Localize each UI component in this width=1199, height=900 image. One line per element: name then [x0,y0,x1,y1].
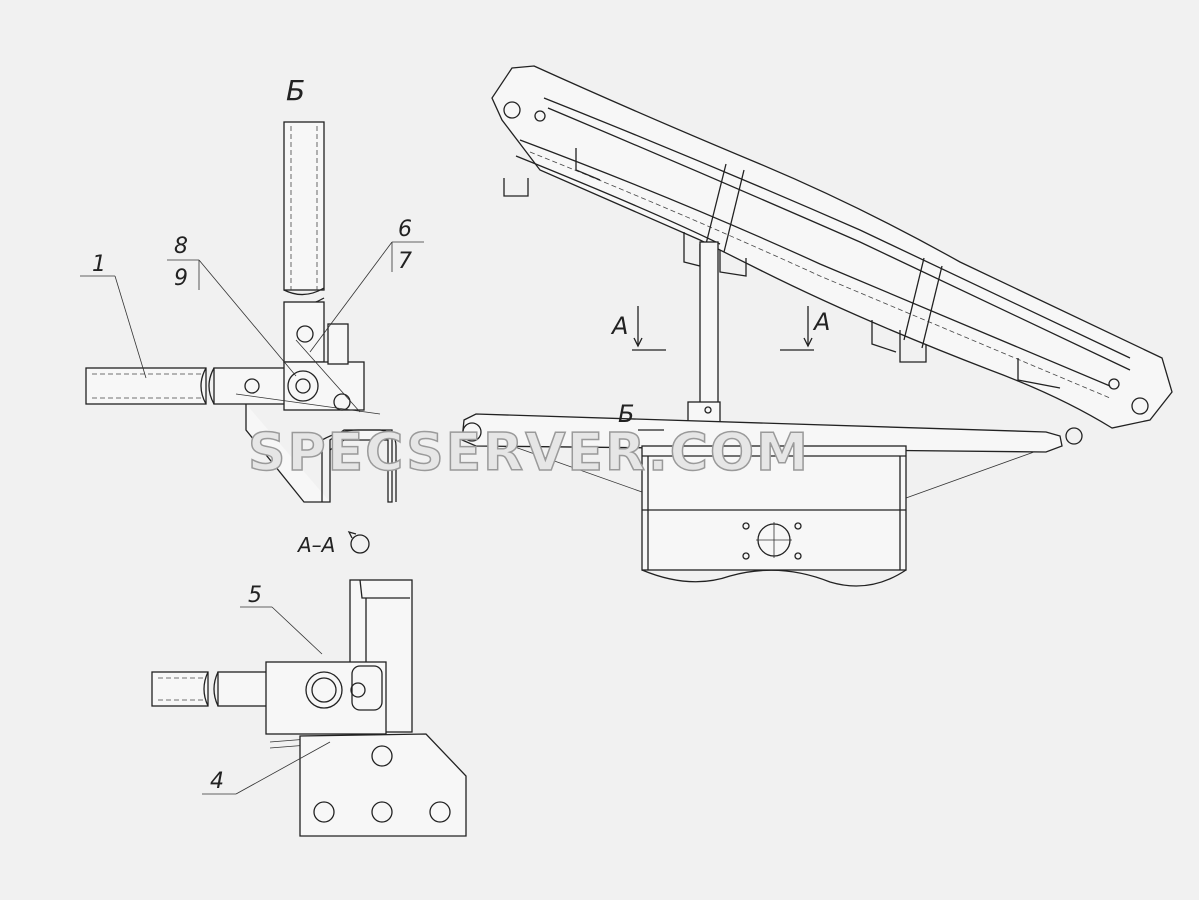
view-b-title: Б [286,74,305,107]
watermark: SPECSERVER.COM [248,423,810,483]
view-b-detail: Б 1 8 9 [80,74,424,503]
rotation-symbol [350,534,370,554]
view-b-marker: Б [618,400,664,431]
callout-5: 5 [240,583,323,655]
svg-text:7: 7 [398,249,412,274]
callout-6-7: 6 7 [309,217,424,353]
tilted-cab-frame [491,65,1173,429]
vertical-tube [283,121,325,291]
mounting-gusset [245,404,393,503]
horizontal-tube [85,367,207,405]
base-plate [299,733,467,837]
svg-text:Б: Б [618,400,634,428]
svg-text:6: 6 [398,217,412,242]
svg-text:8: 8 [174,234,188,259]
section-aa: А–А 5 4 [151,530,467,837]
callout-4: 4 [202,741,331,795]
cut-marker-a-left: А [610,306,666,351]
pivot-joint [287,370,319,402]
callout-8-9: 8 9 [167,234,297,377]
support-strut [699,241,719,409]
section-aa-title: А–А [296,533,335,557]
callout-1: 1 [80,252,147,379]
svg-text:5: 5 [248,583,262,608]
svg-text:1: 1 [92,252,106,277]
cut-marker-a-right: А [780,306,830,351]
svg-text:4: 4 [210,769,224,794]
svg-text:9: 9 [174,266,188,291]
svg-text:А: А [812,308,830,336]
svg-text:А: А [610,312,628,340]
tie-bar [461,413,1063,453]
main-view: А А Б [461,65,1173,587]
